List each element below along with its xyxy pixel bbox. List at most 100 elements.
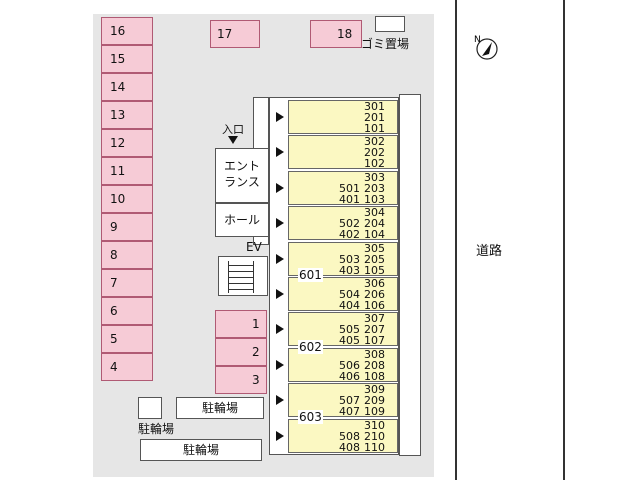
unit-number: 204 (364, 217, 385, 231)
unit-entry-arrow-icon (276, 218, 284, 229)
bike-parking-2: 駐輪場 (140, 439, 262, 461)
parking-slot-9: 9 (101, 213, 153, 241)
unit-entry-arrow-icon (276, 324, 284, 335)
parking-slot-label: 1 (252, 317, 260, 331)
parking-slot-6: 6 (101, 297, 153, 325)
parking-slot-label: 9 (110, 220, 118, 234)
parking-slot-label: 5 (110, 332, 118, 346)
parking-slot-label: 14 (110, 80, 126, 94)
unit-number: 502 (339, 217, 360, 231)
parking-slot-label: 12 (110, 136, 126, 150)
unit-number: 504 (339, 288, 360, 301)
parking-slot-7: 7 (101, 269, 153, 297)
unit-number: 202 (364, 146, 385, 160)
unit-entry-arrow-icon (276, 359, 284, 370)
unit-entry-arrow-icon (276, 430, 284, 441)
unit-number: 110 (364, 440, 385, 454)
parking-slot-14: 14 (101, 73, 153, 101)
unit-number: 404 (339, 299, 360, 312)
unit-number: 402 (339, 228, 360, 242)
unit-number: 310 (364, 418, 385, 432)
parking-slot-label: 11 (110, 164, 126, 178)
parking-slot-label: 3 (252, 373, 260, 387)
parking-slot-10: 10 (101, 185, 153, 213)
parking-slot-label: 8 (110, 248, 118, 262)
unit-number: 105 (364, 263, 385, 277)
parking-slot-8: 8 (101, 241, 153, 269)
unit-entry-arrow-icon (276, 253, 284, 264)
compass-n-label: N (474, 35, 481, 45)
parking-slot-11: 11 (101, 157, 153, 185)
unit-entry-arrow-icon (276, 289, 284, 299)
parking-slot-label: 6 (110, 304, 118, 318)
parking-slot-18: 18 (310, 20, 362, 48)
unit-number: 305 (364, 241, 385, 255)
unit-number: 103 (364, 192, 385, 206)
unit-entry-arrow-icon (276, 147, 284, 158)
parking-slot-label: 15 (110, 52, 126, 66)
unit-number: 106 (364, 299, 385, 312)
parking-slot-5: 5 (101, 325, 153, 353)
unit-number: 306 (364, 277, 385, 290)
parking-slot-17: 17 (210, 20, 260, 48)
parking-slot-label: 4 (110, 360, 118, 374)
building-balcony-strip (399, 94, 421, 456)
unit-number: 506 (339, 358, 360, 372)
unit-number: 102 (364, 157, 385, 171)
unit-number: 505 (339, 323, 360, 337)
unit-number: 406 (339, 369, 360, 383)
unit-number: 301 (364, 100, 385, 113)
unit-603-label: 603 (298, 410, 323, 424)
unit-602-label: 602 (298, 340, 323, 354)
entrance-label-line1: エント (223, 159, 260, 173)
parking-slot-label: 18 (337, 27, 353, 41)
unit-number: 207 (364, 323, 385, 337)
unit-entry-arrow-icon (276, 182, 284, 193)
parking-slot-15: 15 (101, 45, 153, 73)
stairs (218, 256, 268, 296)
unit-number: 101 (364, 122, 385, 135)
unit-entry-arrow-icon (276, 112, 284, 122)
unit-number: 508 (339, 429, 360, 443)
entry-arrow-icon (228, 136, 238, 144)
entry-label: 入口 (222, 123, 244, 136)
trash-area-box (375, 16, 405, 32)
unit-number: 401 (339, 192, 360, 206)
unit-number: 108 (364, 369, 385, 383)
unit-number: 503 (339, 252, 360, 266)
unit-number: 109 (364, 405, 385, 419)
unit-number: 302 (364, 135, 385, 149)
bike-parking-1: 駐輪場 (176, 397, 264, 419)
parking-slot-2: 2 (215, 338, 267, 366)
parking-slot-label: 7 (110, 276, 118, 290)
unit-number: 203 (364, 181, 385, 195)
unit-number: 307 (364, 312, 385, 326)
elevator-label: EV (246, 240, 262, 254)
unit-number: 107 (364, 334, 385, 348)
parking-slot-12: 12 (101, 129, 153, 157)
unit-number: 303 (364, 170, 385, 184)
unit-number: 407 (339, 405, 360, 419)
unit-number: 309 (364, 383, 385, 397)
unit-number: 408 (339, 440, 360, 454)
parking-slot-label: 2 (252, 345, 260, 359)
unit-601-label: 601 (298, 268, 323, 282)
parking-slot-16: 16 (101, 17, 153, 45)
unit-number: 209 (364, 394, 385, 408)
unit-number: 507 (339, 394, 360, 408)
compass-icon: N (474, 35, 498, 60)
unit-entry-arrow-icon (276, 395, 284, 406)
entrance: エント ランス (215, 148, 269, 203)
parking-slot-1: 1 (215, 310, 267, 338)
unit-number: 210 (364, 429, 385, 443)
unit-number: 206 (364, 288, 385, 301)
unit-number: 304 (364, 206, 385, 220)
unit-number: 405 (339, 334, 360, 348)
